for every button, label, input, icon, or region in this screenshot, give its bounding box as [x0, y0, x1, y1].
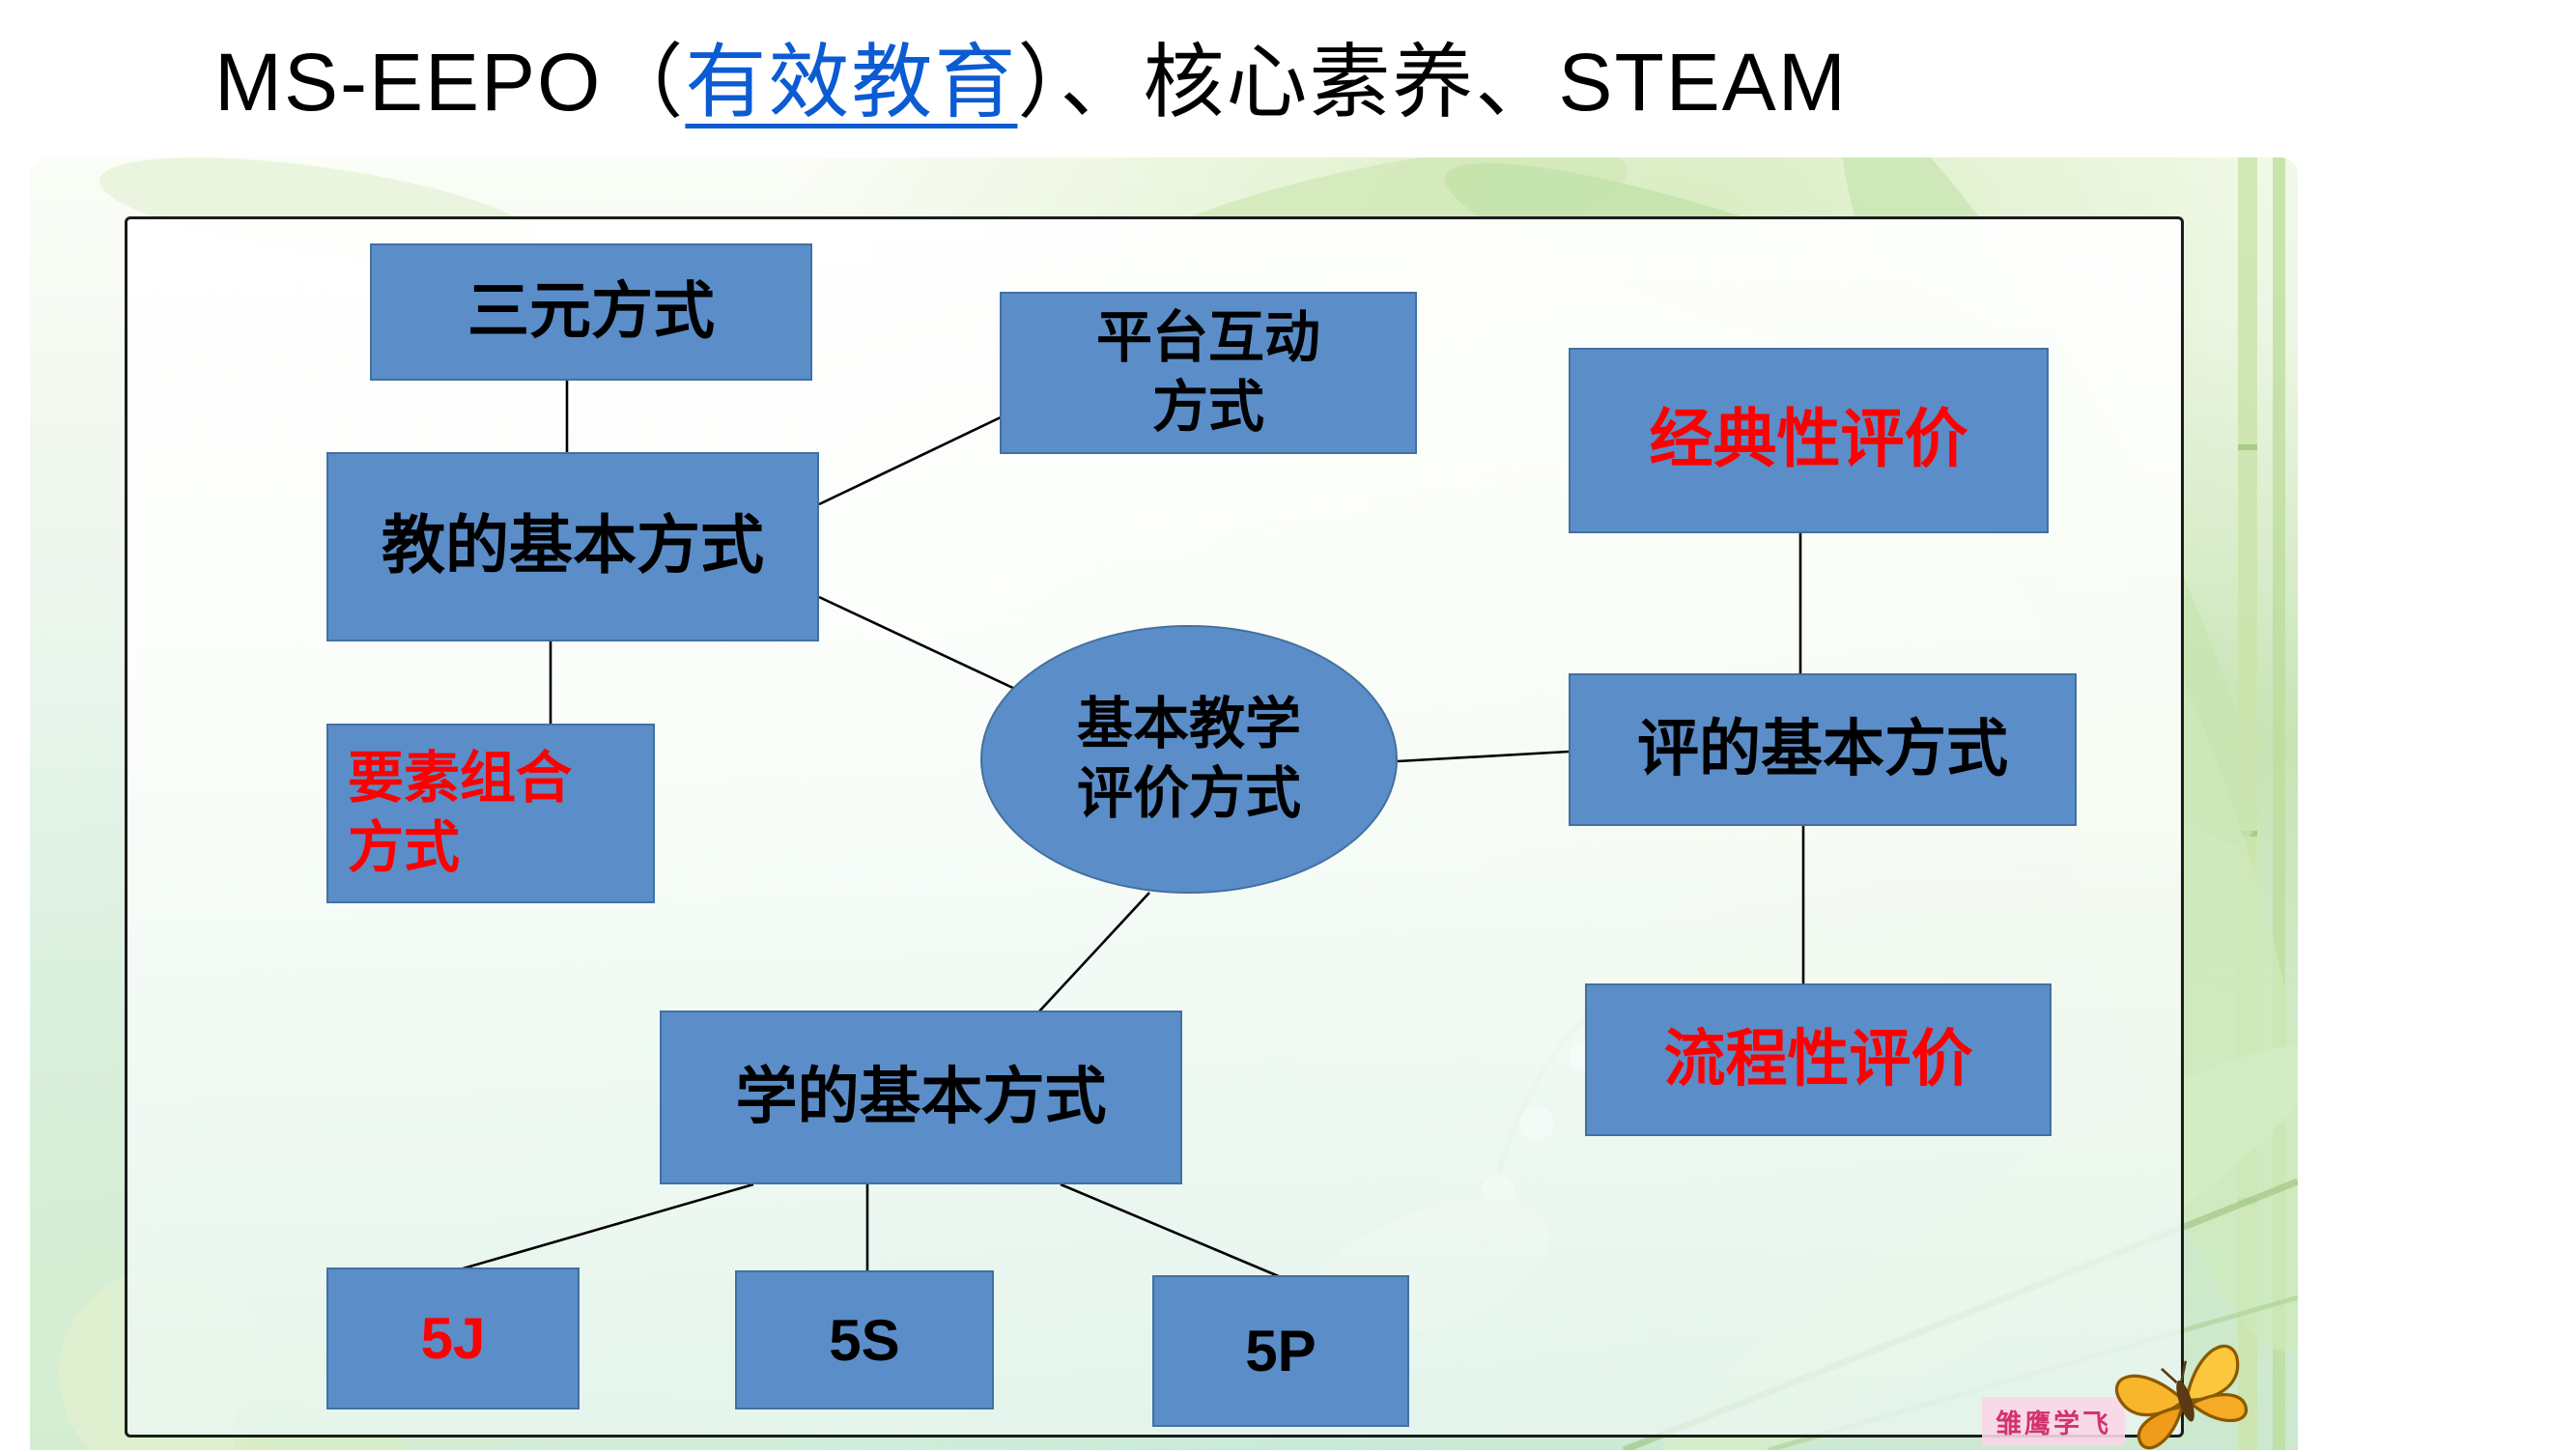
node-ping-jiben-fangshi: 评的基本方式 — [1569, 673, 2077, 826]
title-suffix: ）、核心素养、STEAM — [1017, 37, 1848, 128]
node-liucheng-pingjia: 流程性评价 — [1585, 983, 2052, 1136]
node-yaosu-zuhe: 要素组合 方式 — [326, 724, 655, 903]
title-link[interactable]: 有效教育 — [685, 37, 1018, 128]
node-5p: 5P — [1152, 1275, 1409, 1427]
node-5s: 5S — [735, 1270, 994, 1409]
watermark-stamp: 雏鹰学飞 — [1982, 1397, 2125, 1446]
slide-title: MS-EEPO（有效教育）、核心素养、STEAM — [214, 17, 1848, 134]
node-5j: 5J — [326, 1267, 580, 1409]
node-xue-jiben-fangshi: 学的基本方式 — [660, 1011, 1182, 1184]
title-prefix: MS-EEPO（ — [214, 37, 686, 128]
butterfly-icon — [2114, 1344, 2249, 1450]
node-sanyuan-fangshi: 三元方式 — [370, 243, 812, 381]
connector-xuede-5p — [1060, 1182, 1282, 1279]
connector-xuede-5j — [459, 1182, 754, 1271]
node-jiao-jiben-fangshi: 教的基本方式 — [326, 452, 819, 641]
connector-jiaode-jiben — [818, 595, 1034, 699]
connector-jiben-pingde — [1397, 750, 1570, 763]
node-jingdian-pingjia: 经典性评价 — [1569, 348, 2049, 533]
connector-jiben-xuede — [1037, 892, 1150, 1013]
node-pingtai-hudong: 平台互动 方式 — [1000, 292, 1417, 454]
connector-jiaode-pingtai — [818, 415, 1002, 506]
node-jiben-jiaoxue-pingjia-ellipse: 基本教学 评价方式 — [980, 625, 1398, 894]
